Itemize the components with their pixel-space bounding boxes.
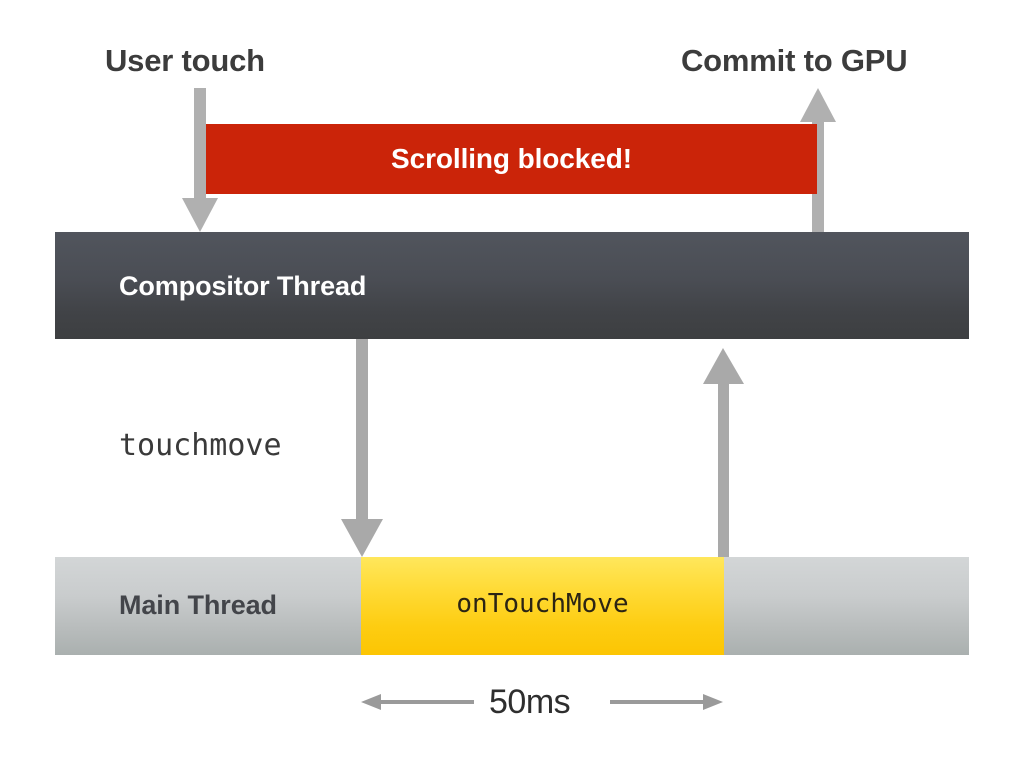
- duration-measure-label: 50ms: [489, 683, 571, 721]
- main-thread-label: Main Thread: [119, 590, 277, 620]
- ontouchmove-task-block: [361, 557, 724, 655]
- touchmove-arrow: [341, 339, 383, 557]
- touchmove-event-label: touchmove: [119, 428, 282, 463]
- main-thread-return-arrow: [703, 348, 744, 557]
- compositor-thread-label: Compositor Thread: [119, 271, 367, 301]
- compositor-thread-lane: [55, 232, 969, 339]
- scrolling-blocked-label: Scrolling blocked!: [391, 143, 632, 174]
- scrolling-blocked-bar: [206, 124, 817, 194]
- commit-to-gpu-label: Commit to GPU: [681, 43, 908, 78]
- ontouchmove-task-label: onTouchMove: [456, 589, 629, 619]
- user-touch-label: User touch: [105, 43, 265, 78]
